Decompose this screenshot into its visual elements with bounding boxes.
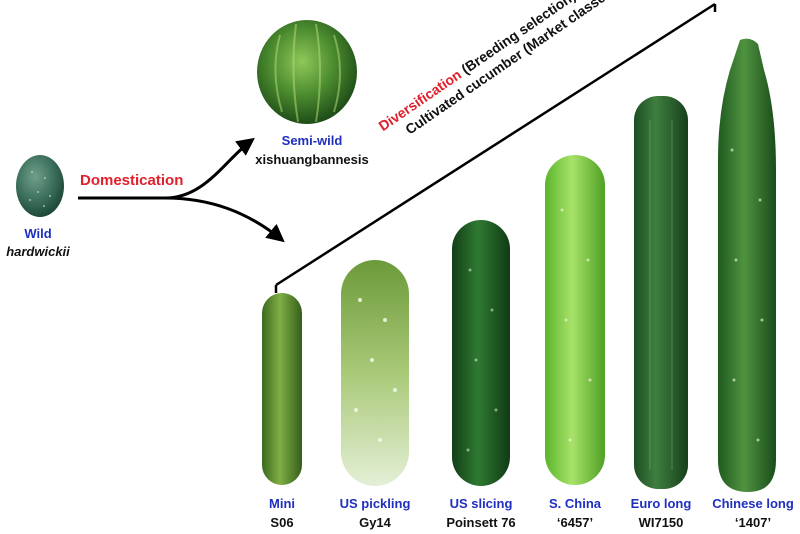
market-class-line-mini: S06 xyxy=(252,515,312,531)
market-class-name-chinese-long: Chinese long xyxy=(706,496,800,512)
market-class-name-us-slicing: US slicing xyxy=(436,496,526,512)
semiwild-fruit-image xyxy=(257,20,357,124)
cucumber-mini-image xyxy=(262,293,302,485)
market-class-line-s-china: ‘6457’ xyxy=(535,515,615,531)
wild-fruit-image xyxy=(16,155,64,217)
domestication-label: Domestication xyxy=(80,173,183,189)
cucumber-us-pickling-image xyxy=(341,260,409,486)
market-class-name-us-pickling: US pickling xyxy=(330,496,420,512)
cucumber-s-china-image xyxy=(545,155,605,485)
market-class-name-mini: Mini xyxy=(252,496,312,512)
market-class-line-euro-long: WI7150 xyxy=(621,515,701,531)
market-class-line-us-pickling: Gy14 xyxy=(330,515,420,531)
market-class-line-us-slicing: Poinsett 76 xyxy=(436,515,526,531)
cucumber-us-slicing-image xyxy=(452,220,510,486)
cucumber-euro-long-image xyxy=(634,96,688,489)
semiwild-species-label: xishuangbannesis xyxy=(250,152,374,168)
semiwild-name-label: Semi-wild xyxy=(262,133,362,149)
wild-species-label: hardwickii xyxy=(0,244,78,260)
cucumber-chinese-long-image xyxy=(718,39,776,492)
market-class-name-euro-long: Euro long xyxy=(621,496,701,512)
market-class-name-s-china: S. China xyxy=(535,496,615,512)
wild-name-label: Wild xyxy=(10,226,66,242)
market-class-line-chinese-long: ‘1407’ xyxy=(706,515,800,531)
